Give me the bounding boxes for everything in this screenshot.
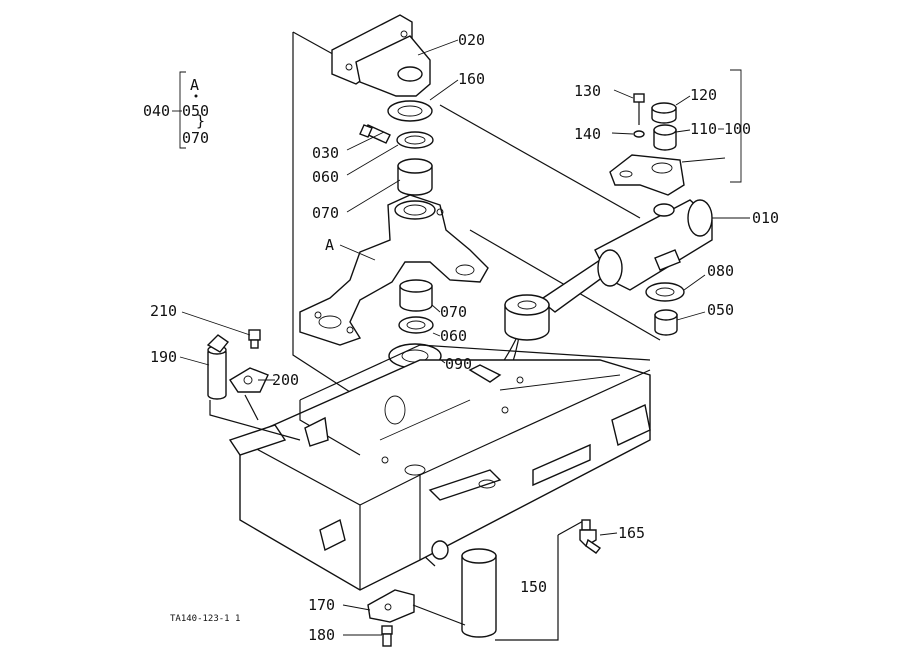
label-070-upper: 070: [312, 204, 339, 222]
label-190: 190: [150, 348, 177, 366]
frame-body: [228, 344, 651, 591]
label-020: 020: [458, 31, 485, 49]
group-marker: A: [190, 76, 199, 94]
pin-190[interactable]: [206, 334, 230, 400]
label-170: 170: [308, 596, 335, 614]
arm-100[interactable]: [609, 154, 685, 196]
fitting-210[interactable]: [248, 329, 261, 349]
bushing-070-bottom[interactable]: [399, 279, 433, 312]
plate-bracket-020[interactable]: [331, 14, 431, 97]
washer-160[interactable]: [387, 100, 433, 122]
label-210: 210: [150, 302, 177, 320]
label-130: 130: [574, 82, 601, 100]
washer-080[interactable]: [645, 282, 685, 302]
leader-lines: [179, 39, 750, 636]
label-090: 090: [445, 355, 472, 373]
label-180: 180: [308, 626, 335, 644]
label-060-lower: 060: [440, 327, 467, 345]
label-010: 010: [752, 209, 779, 227]
part-labels: 020 160 030 060 070 A 070 060 090 130 12…: [150, 31, 779, 644]
label-100: 100: [724, 120, 751, 138]
label-030: 030: [312, 144, 339, 162]
label-160: 160: [458, 70, 485, 88]
cap-120[interactable]: [651, 102, 677, 124]
grease-fitting-165[interactable]: [579, 519, 602, 554]
label-080: 080: [707, 262, 734, 280]
label-200: 200: [272, 371, 299, 389]
label-050: 050: [707, 301, 734, 319]
label-140: 140: [574, 125, 601, 143]
group-bracket: A 040 050 } 070: [143, 71, 209, 149]
seal-060-bottom[interactable]: [398, 316, 434, 334]
ref-marker-a: A: [325, 236, 334, 254]
plate-170[interactable]: [367, 589, 415, 623]
bolt-180[interactable]: [381, 625, 393, 647]
bracket-100: [730, 69, 742, 183]
plate-200[interactable]: [229, 367, 269, 393]
svg-text:}: }: [196, 112, 205, 130]
label-150: 150: [520, 578, 547, 596]
catalog-code: TA140-123-1 1: [170, 614, 240, 624]
seal-060-top[interactable]: [396, 131, 434, 149]
bushing-050[interactable]: [654, 309, 678, 336]
label-070-group: 070: [182, 129, 209, 147]
label-040: 040: [143, 102, 170, 120]
knuckle-arm[interactable]: [299, 194, 489, 346]
label-070-lower: 070: [440, 303, 467, 321]
washer-140[interactable]: [633, 130, 645, 138]
bushing-070-top[interactable]: [397, 158, 433, 196]
label-165: 165: [618, 524, 645, 542]
cylinder-010[interactable]: [504, 199, 713, 341]
bolt-130[interactable]: [633, 93, 645, 125]
bushing-110[interactable]: [653, 124, 677, 151]
bolt-030[interactable]: [359, 124, 391, 144]
label-110: 110: [690, 120, 717, 138]
pin-150[interactable]: [461, 548, 497, 638]
label-120: 120: [690, 86, 717, 104]
label-050-group: 050: [182, 102, 209, 120]
label-060-upper: 060: [312, 168, 339, 186]
